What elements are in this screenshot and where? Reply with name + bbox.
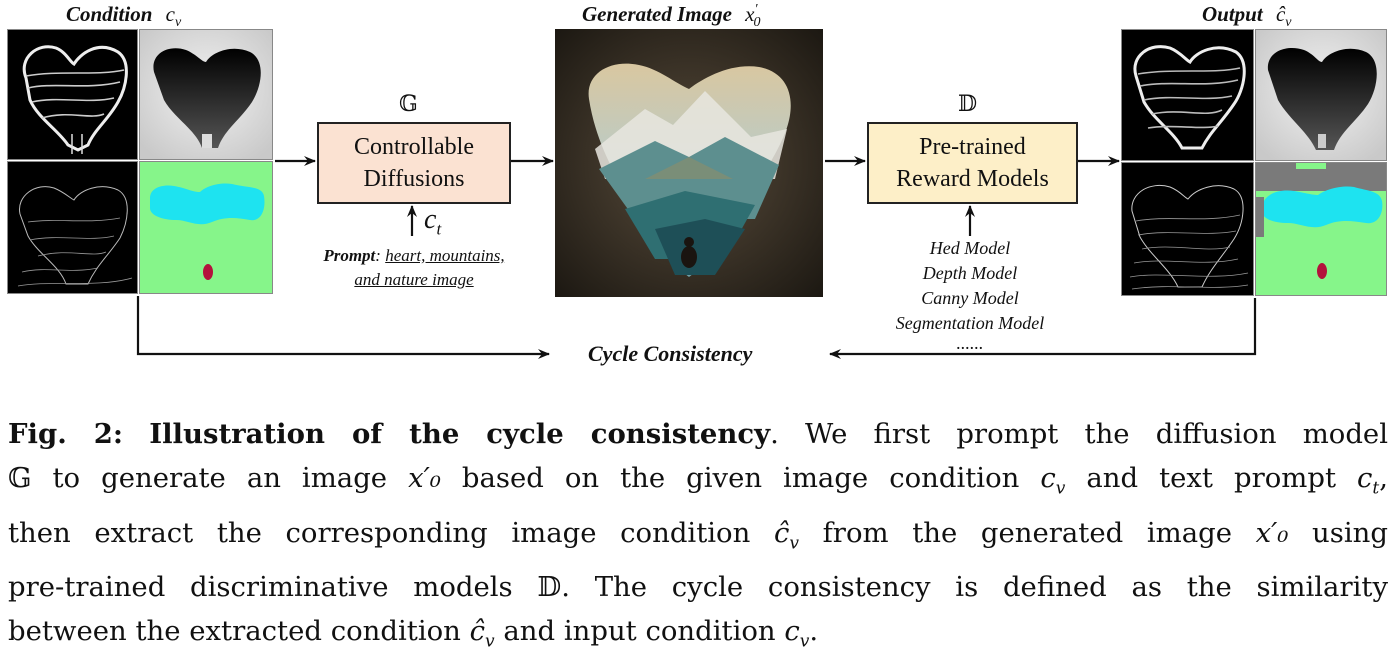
diagram-arrows bbox=[136, 156, 1257, 359]
caption-line-2: 𝔾 to generate an image x′₀ based on the … bbox=[8, 462, 1389, 499]
canny-output-map bbox=[1129, 185, 1249, 290]
prompt-text: Prompt: heart, mountains, and nature ima… bbox=[323, 246, 505, 289]
hed-edge-map bbox=[22, 45, 128, 154]
segmentation-condition-tile bbox=[139, 161, 273, 294]
segmentation-map bbox=[150, 183, 265, 280]
pretrained-reward-models-box: Pre-trained Reward Models bbox=[867, 122, 1078, 204]
generator-symbol: 𝔾 bbox=[399, 92, 418, 117]
heart-cave-mountain-illustration bbox=[555, 29, 823, 297]
generated-image-header: Generated Image x′0 bbox=[582, 2, 761, 31]
model-item-depth: Depth Model bbox=[922, 263, 1018, 283]
caption-line-3: then extract the corresponding image con… bbox=[8, 516, 1388, 554]
condition-header: Condition cv bbox=[66, 2, 182, 31]
figure-caption: Fig. 2: Illustration of the cycle consis… bbox=[8, 412, 1388, 664]
text-condition-label: ct bbox=[424, 204, 442, 239]
reward-model-list: Hed Model Depth Model Canny Model Segmen… bbox=[870, 236, 1070, 353]
controllable-diffusions-box: Controllable Diffusions bbox=[317, 122, 511, 204]
discriminator-symbol: 𝔻 bbox=[958, 92, 978, 117]
segmentation-output-map bbox=[1256, 163, 1386, 279]
depth-condition-tile bbox=[139, 29, 273, 160]
output-header: Output ĉv bbox=[1202, 2, 1292, 31]
depth-output-map bbox=[1256, 30, 1386, 160]
hed-condition-tile bbox=[7, 29, 138, 160]
cycle-line-right bbox=[829, 298, 1257, 359]
hed-output-map bbox=[1133, 45, 1246, 150]
model-item-canny: Canny Model bbox=[921, 288, 1019, 308]
canny-edge-map bbox=[17, 186, 133, 287]
cycle-line-left bbox=[136, 296, 550, 359]
hed-output-tile bbox=[1121, 29, 1254, 161]
cycle-consistency-label: Cycle Consistency bbox=[588, 341, 753, 366]
segmentation-output-tile bbox=[1255, 162, 1387, 296]
model-item-hed: Hed Model bbox=[929, 238, 1011, 258]
depth-map bbox=[140, 30, 272, 159]
generated-image bbox=[555, 29, 823, 297]
model-item-segmentation: Segmentation Model bbox=[895, 313, 1045, 333]
model-item-ellipsis: ...... bbox=[956, 333, 984, 353]
depth-output-tile bbox=[1255, 29, 1387, 161]
caption-line-4: pre-trained discriminative models 𝔻. The… bbox=[8, 571, 1388, 603]
canny-condition-tile bbox=[7, 161, 138, 294]
canny-output-tile bbox=[1121, 162, 1254, 296]
caption-line-5: between the extracted condition ĉv and i… bbox=[8, 615, 819, 652]
caption-line-1: Fig. 2: Illustration of the cycle consis… bbox=[8, 418, 1389, 450]
